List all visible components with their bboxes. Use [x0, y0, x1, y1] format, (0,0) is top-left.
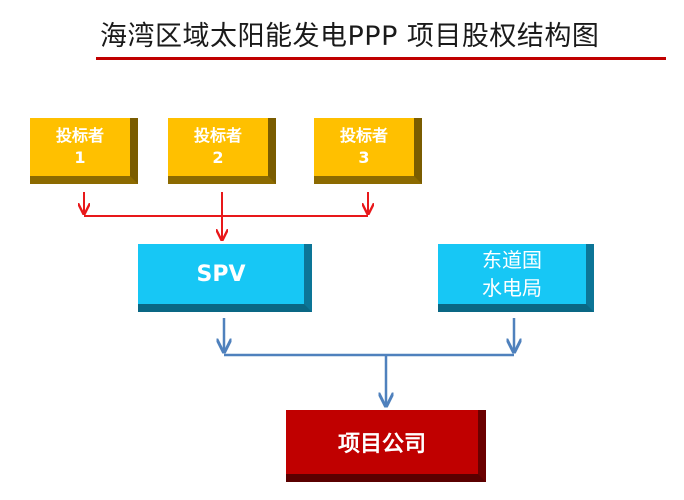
bidder-label: 投标者	[55, 126, 104, 145]
host-country-water-bureau-box: 东道国 水电局	[438, 244, 594, 312]
page-title: 海湾区域太阳能发电PPP 项目股权结构图	[100, 21, 600, 52]
bidder-number: 2	[212, 148, 224, 167]
bidder-box-3: 投标者 3	[314, 118, 422, 184]
project-company-box: 项目公司	[286, 410, 486, 482]
bidder-to-spv-connector	[84, 192, 368, 240]
bidder-box-2: 投标者 2	[168, 118, 276, 184]
bureau-label-line2: 水电局	[482, 276, 542, 300]
bidder-label: 投标者	[339, 126, 388, 145]
spv-box: SPV	[138, 244, 312, 312]
title-underline	[96, 57, 666, 60]
bidder-box-1: 投标者 1	[30, 118, 138, 184]
bidder-number: 3	[358, 148, 370, 167]
bidder-number: 1	[74, 148, 86, 167]
bidder-label: 投标者	[193, 126, 242, 145]
spv-label: SPV	[196, 261, 246, 287]
bureau-label-line1: 东道国	[482, 248, 542, 272]
owner-to-company-connector	[224, 318, 514, 406]
company-label: 项目公司	[337, 432, 426, 457]
